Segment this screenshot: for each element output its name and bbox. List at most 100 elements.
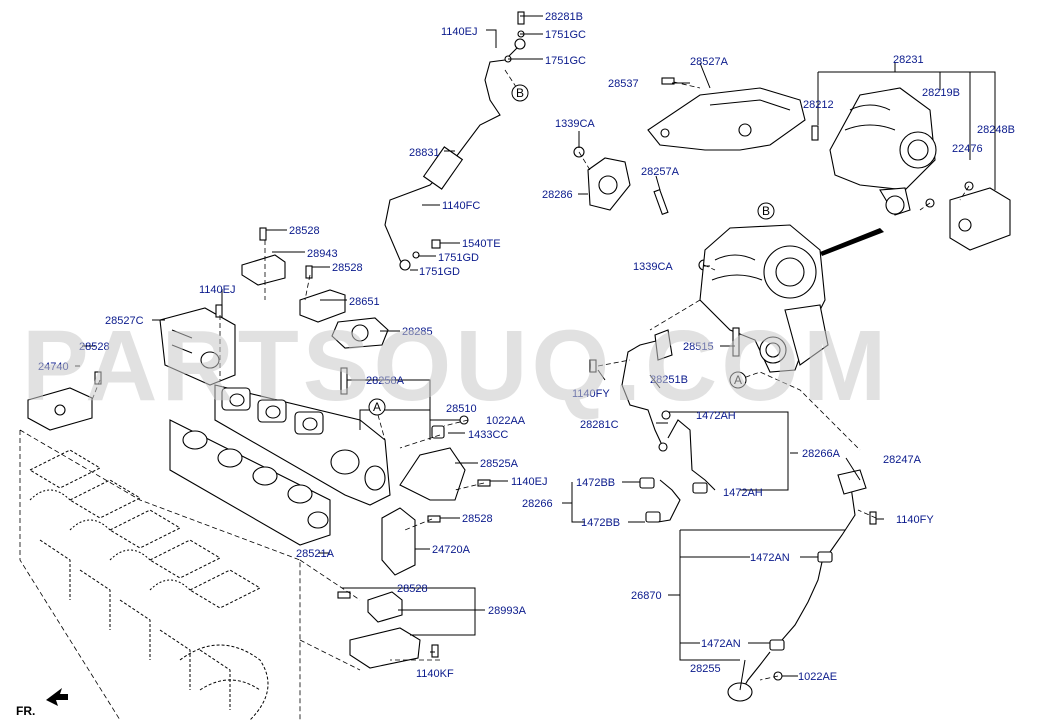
support-bracket-24740 [27,387,93,431]
ref-line-left-2 [299,559,440,671]
callout-a-manifold: A [368,398,386,416]
label-1140EJ[interactable]: 1140EJ [441,26,478,38]
ref-line-left-1 [91,240,311,401]
label-1022AA[interactable]: 1022AA [486,415,526,427]
label-1540TE[interactable]: 1540TE [462,238,501,250]
label-24740[interactable]: 24740 [38,361,69,373]
label-1433CC[interactable]: 1433CC [468,429,508,441]
label-28285[interactable]: 28285 [402,326,433,338]
label-28527A[interactable]: 28527A [690,56,729,68]
watermark: PARTSOUQ.COM [22,310,890,422]
label-28528[interactable]: 28528 [289,225,320,237]
nut-1433CC [431,425,445,439]
label-1472BB[interactable]: 1472BB [576,477,615,489]
label-28266A[interactable]: 28266A [802,448,841,460]
svg-text:B: B [516,86,524,100]
label-28231[interactable]: 28231 [893,54,924,66]
label-1140FY[interactable]: 1140FY [572,388,610,400]
label-1472BB[interactable]: 1472BB [581,517,620,529]
svg-text:FR.: FR. [16,704,35,718]
label-28537[interactable]: 28537 [608,78,639,90]
label-28521A[interactable]: 28521A [296,548,335,560]
ref-line-a-right [737,371,861,451]
turbocharger-main [699,224,829,373]
label-28258A[interactable]: 28258A [366,375,405,387]
detail-pointer [820,228,884,256]
oil-return-pipe [621,329,673,452]
label-28251B[interactable]: 28251B [650,374,688,386]
label-28993A[interactable]: 28993A [488,605,527,617]
ref-line-28515 [649,299,701,331]
stud-28515 [732,327,740,357]
label-28525A[interactable]: 28525A [480,458,519,470]
engine-block [19,429,301,721]
label-28286[interactable]: 28286 [542,189,573,201]
hose-26870 [769,551,833,651]
label-28257A[interactable]: 28257A [641,166,680,178]
label-28281B[interactable]: 28281B [545,11,583,23]
part-labels: 28281B 1140EJ 1751GC 1751GC 28831 1140FC… [38,11,1015,683]
ref-line-a-left [377,414,386,441]
ref-line-right [578,151,970,681]
pipe-28255 [727,651,771,702]
label-28528[interactable]: 28528 [332,262,363,274]
label-1140FC[interactable]: 1140FC [442,200,480,212]
label-28281C[interactable]: 28281C [580,419,619,431]
label-22476[interactable]: 22476 [952,143,983,155]
label-1140EJ[interactable]: 1140EJ [511,476,548,488]
stud-28258A [340,367,348,395]
exhaust-manifold [214,384,391,506]
callout-b-top: B [511,84,529,102]
label-1140KF[interactable]: 1140KF [416,668,454,680]
label-24720A[interactable]: 24720A [432,544,471,556]
label-26870[interactable]: 26870 [631,590,662,602]
label-28528[interactable]: 28528 [79,341,110,353]
label-28219B[interactable]: 28219B [922,87,960,99]
bracket-28651 [299,289,346,323]
label-1472AN[interactable]: 1472AN [701,638,741,650]
bracket-28943 [241,254,286,286]
label-1339CA[interactable]: 1339CA [633,261,673,273]
exhaust-manifold-gasket [169,419,331,546]
label-28651[interactable]: 28651 [349,296,380,308]
bracket-24720A [381,507,416,576]
turbo-heat-shield [647,87,806,151]
oil-feed-pipe [384,38,526,271]
stud-28257A [653,188,669,216]
label-1339CA[interactable]: 1339CA [555,118,595,130]
label-28527C[interactable]: 28527C [105,315,144,327]
label-1472AN[interactable]: 1472AN [750,552,790,564]
label-28212[interactable]: 28212 [803,99,834,111]
label-1022AE[interactable]: 1022AE [798,671,837,683]
label-28831[interactable]: 28831 [409,147,440,159]
turbocharger-assembly [829,87,937,216]
label-28943[interactable]: 28943 [307,248,338,260]
label-1472AH[interactable]: 1472AH [723,487,763,499]
label-28510[interactable]: 28510 [446,403,477,415]
label-28528[interactable]: 28528 [397,583,428,595]
label-1472AH[interactable]: 1472AH [696,410,736,422]
callout-a-turbo: A [729,371,747,389]
ref-line-b [504,69,521,94]
leader-lines [75,15,996,691]
label-28255[interactable]: 28255 [690,663,721,675]
return-pipe-28247A [829,469,867,553]
label-28266[interactable]: 28266 [522,498,553,510]
label-1751GD[interactable]: 1751GD [419,266,460,278]
oil-hose-28266 [639,410,716,523]
actuator-28248B [949,187,1011,251]
bracket-28993A [349,591,421,669]
label-28247A[interactable]: 28247A [883,454,922,466]
label-1140FY[interactable]: 1140FY [896,514,934,526]
label-28528[interactable]: 28528 [462,513,493,525]
label-1751GC[interactable]: 1751GC [545,55,586,67]
label-1751GC[interactable]: 1751GC [545,29,586,41]
label-28515[interactable]: 28515 [683,341,714,353]
svg-text:A: A [373,400,381,414]
label-1140EJ[interactable]: 1140EJ [199,284,236,296]
front-direction-indicator: FR. [16,688,68,718]
heat-shield-28525A [399,447,466,501]
label-28248B[interactable]: 28248B [977,124,1015,136]
label-1751GD[interactable]: 1751GD [438,252,479,264]
